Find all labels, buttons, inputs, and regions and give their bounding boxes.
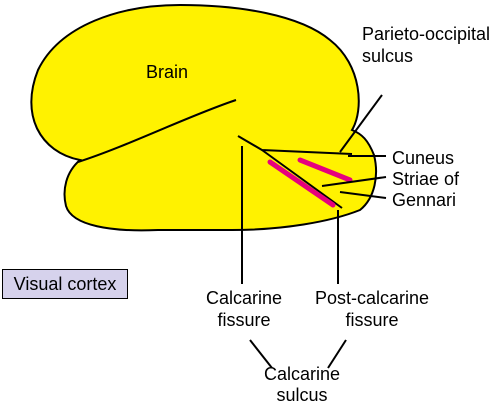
striae-label: Striae of bbox=[392, 169, 460, 189]
calcarine-fissure-label: Calcarine bbox=[206, 288, 282, 308]
post-calcarine-label: Post-calcarine bbox=[315, 288, 429, 308]
calcarine-sulcus-label: Calcarine bbox=[264, 364, 340, 384]
leader-sulcus-right bbox=[327, 339, 347, 369]
parieto-occipital-label-line2: sulcus bbox=[362, 46, 413, 66]
leader-parieto-occipital bbox=[339, 94, 383, 153]
leader-gennari bbox=[339, 191, 387, 199]
gennari-label: Gennari bbox=[392, 190, 456, 210]
leader-sulcus-left bbox=[249, 339, 273, 369]
calcarine-fissure-label-line2: fissure bbox=[217, 310, 270, 330]
visual-cortex-badge: Visual cortex bbox=[2, 269, 128, 299]
visual-cortex-label: Visual cortex bbox=[13, 273, 117, 294]
post-calcarine-label-line2: fissure bbox=[345, 310, 398, 330]
lateral-sulcus-line bbox=[77, 99, 237, 163]
stria-of-gennari-lower bbox=[267, 159, 336, 208]
calcarine-sulcus-label-line2: sulcus bbox=[276, 385, 327, 405]
brain-label: Brain bbox=[146, 62, 188, 82]
cuneus-label: Cuneus bbox=[392, 148, 454, 168]
calcarine-fissure-line bbox=[261, 149, 343, 209]
stria-of-gennari-upper bbox=[297, 157, 353, 183]
leader-striae bbox=[321, 176, 387, 187]
parieto-occipital-label: Parieto-occipital bbox=[362, 24, 490, 44]
